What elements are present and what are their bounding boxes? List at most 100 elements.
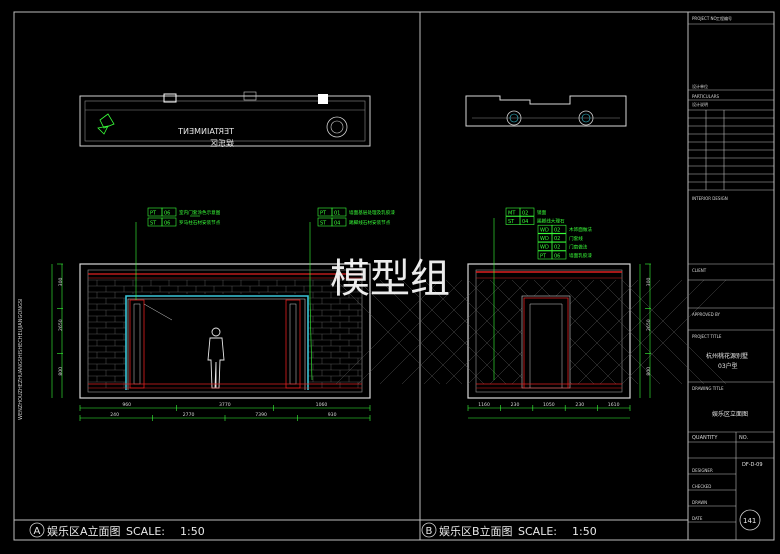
elevation-a bbox=[51, 215, 371, 419]
drawing-a-scale-label: SCALE: bbox=[126, 525, 165, 538]
tb-row-3: 设计说明 bbox=[692, 101, 708, 107]
door-b bbox=[521, 295, 571, 389]
tag-description: 室内门套涂色示意图 bbox=[179, 209, 221, 216]
project-no-label: PROJECT NO. bbox=[692, 16, 718, 21]
drawing-b-scale-label: SCALE: bbox=[518, 525, 557, 538]
plan-a-label-en: TERTAINMENT bbox=[178, 127, 235, 136]
tag-a-left-0: PT 06 室内门套涂色示意图 bbox=[147, 207, 221, 216]
tag-code: MT bbox=[508, 210, 516, 216]
tag-description: 门套线 bbox=[569, 235, 583, 242]
tag-description: 罗马柱石材安装节点 bbox=[179, 219, 221, 226]
no-label: NO. bbox=[739, 435, 748, 441]
dim-a-bottom2-2: 7390 bbox=[255, 412, 267, 418]
tag-code: PT bbox=[540, 253, 547, 259]
tb-row-2: PARTICULARS bbox=[692, 94, 720, 99]
dim-b-bottom-1: 230 bbox=[511, 402, 520, 408]
drawing-a-scale-value: 1:50 bbox=[180, 525, 205, 538]
dim-a-bottom-2: 1060 bbox=[316, 402, 328, 408]
dim-b-left-1: 2650 bbox=[646, 319, 652, 331]
tag-number: 06 bbox=[164, 220, 170, 226]
title-block bbox=[688, 23, 774, 540]
dim-a-bottom2-1: 2770 bbox=[183, 412, 195, 418]
tag-code: ST bbox=[320, 220, 327, 226]
sheet-number-circle bbox=[739, 509, 761, 531]
tag-number: 06 bbox=[164, 210, 170, 216]
dim-b-bottom-2: 1050 bbox=[543, 402, 555, 408]
drawing-b-letter: B bbox=[426, 526, 433, 537]
tag-code: WD bbox=[540, 236, 549, 242]
sheet-border bbox=[13, 11, 775, 541]
client-label: CLIENT bbox=[692, 268, 707, 273]
tag-code: ST bbox=[150, 220, 157, 226]
drawing-title-value: 娱乐区立面图 bbox=[712, 410, 748, 418]
tag-b-3: WD 02 门套线 bbox=[537, 233, 583, 242]
human-figure bbox=[207, 327, 225, 389]
tag-b-0: MT 02 镜面 bbox=[505, 207, 547, 216]
plan-a: TERTAINMENT 娱乐区 bbox=[79, 91, 371, 148]
project-title-label: PROJECT TITLE bbox=[692, 334, 722, 339]
sofa-chair-symbol bbox=[326, 116, 348, 138]
sheet-number: 141 bbox=[743, 517, 756, 525]
tag-code: WD bbox=[540, 228, 549, 234]
project-title-value-1: 杭州桃花源别墅 bbox=[706, 352, 748, 360]
tag-number: 04 bbox=[522, 219, 528, 225]
tag-a-left-1: ST 06 罗马柱石材安装节点 bbox=[147, 217, 221, 226]
plan-b bbox=[465, 95, 627, 127]
tag-number: 02 bbox=[522, 210, 528, 216]
dim-a-bottom-1: 3770 bbox=[219, 402, 231, 408]
elevation-b bbox=[335, 218, 727, 419]
tag-code: PT bbox=[150, 210, 157, 216]
dim-b-bottom-4: 1610 bbox=[608, 402, 620, 408]
tb-row-1: 设计单位 bbox=[692, 83, 708, 89]
drawing-title-label: DRAWING TITLE bbox=[692, 386, 724, 391]
drawing-a-letter: A bbox=[34, 526, 41, 537]
plan-a-label-cn: 娱乐区 bbox=[210, 138, 234, 148]
dim-b-bottom-3: 230 bbox=[575, 402, 584, 408]
tag-number: 06 bbox=[554, 253, 560, 259]
drawing-label-a: A 娱乐区A立面图 SCALE: 1:50 bbox=[29, 522, 205, 538]
tag-description: 墙面乳胶漆 bbox=[569, 252, 592, 259]
tag-number: 04 bbox=[334, 220, 340, 226]
project-title-value-2: 03户型 bbox=[718, 362, 738, 370]
project-no-value: 工程编号 bbox=[716, 15, 732, 21]
tag-b-5: PT 06 墙面乳胶漆 bbox=[537, 250, 592, 260]
dim-b-bottom-0: 1160 bbox=[478, 402, 490, 408]
tag-description: 踢脚线大理石 bbox=[537, 218, 565, 225]
drawing-b-title: 娱乐区B立面图 bbox=[439, 524, 513, 538]
tag-a-right-1: ST 04 踢脚线石材安装节点 bbox=[317, 217, 391, 226]
tag-code: ST bbox=[508, 219, 515, 225]
tag-code: WD bbox=[540, 245, 549, 251]
drawing-a-title: 娱乐区A立面图 bbox=[47, 524, 121, 538]
drawn-label: DRAWN bbox=[692, 500, 707, 505]
drawing-b-circle bbox=[421, 522, 437, 538]
tag-code: PT bbox=[320, 210, 327, 216]
tag-description: 踢脚线石材安装节点 bbox=[349, 219, 391, 226]
interior-design-label: INTERIOR DESIGN bbox=[692, 196, 728, 201]
tag-number: 01 bbox=[334, 210, 340, 216]
tag-number: 02 bbox=[554, 245, 560, 251]
dim-a-left-1: 2650 bbox=[58, 319, 64, 331]
date-label: DATE bbox=[692, 516, 703, 521]
side-company-text: WENZHOUZHEZHUANGSHISHECHEUJIANGONGSI bbox=[18, 298, 24, 420]
dwg-number: DF-D-09 bbox=[742, 462, 763, 468]
dim-a-bottom-0: 960 bbox=[122, 402, 131, 408]
tag-number: 02 bbox=[554, 228, 560, 234]
dim-a-bottom2-3: 930 bbox=[328, 412, 337, 418]
doorway-frame bbox=[125, 295, 309, 390]
tag-number: 02 bbox=[554, 236, 560, 242]
watermark-text: 模型组 bbox=[330, 256, 450, 302]
drawing-label-b: B 娱乐区B立面图 SCALE: 1:50 bbox=[421, 522, 597, 538]
tag-description: 镜面 bbox=[537, 209, 547, 216]
dim-a-bottom2-0: 240 bbox=[110, 412, 119, 418]
designer-label: DESIGNER bbox=[692, 468, 713, 473]
drawing-a-circle bbox=[29, 522, 45, 538]
tag-b-1: ST 04 踢脚线大理石 bbox=[505, 216, 565, 225]
dim-b-left-0: 300 bbox=[646, 277, 652, 286]
